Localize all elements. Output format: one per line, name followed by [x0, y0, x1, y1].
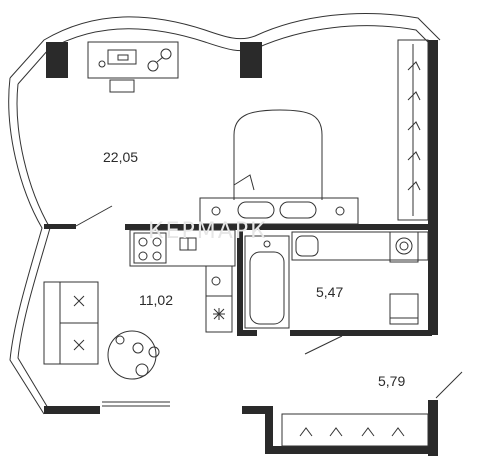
kitchen-counter — [129, 229, 236, 267]
door-swings — [75, 205, 463, 399]
bathroom-fixtures — [291, 231, 429, 325]
outer-wall — [8, 13, 441, 415]
dining-table — [107, 330, 160, 380]
living-room-area-label: 22,05 — [103, 149, 138, 165]
structural-walls — [44, 40, 438, 456]
balcony-area-label: 5,79 — [378, 373, 405, 389]
watermark: КЕРМАРК — [148, 219, 268, 244]
radiator — [102, 401, 170, 407]
kitchen-area-label: 11,02 — [139, 292, 173, 308]
bathtub — [244, 235, 290, 329]
bed — [199, 109, 359, 225]
bathroom-area-label: 5,47 — [316, 284, 343, 300]
desk — [87, 41, 179, 93]
kitchen-appliances — [205, 265, 233, 333]
sofa — [43, 281, 99, 365]
wardrobe — [397, 39, 429, 221]
balcony-storage — [281, 413, 429, 447]
